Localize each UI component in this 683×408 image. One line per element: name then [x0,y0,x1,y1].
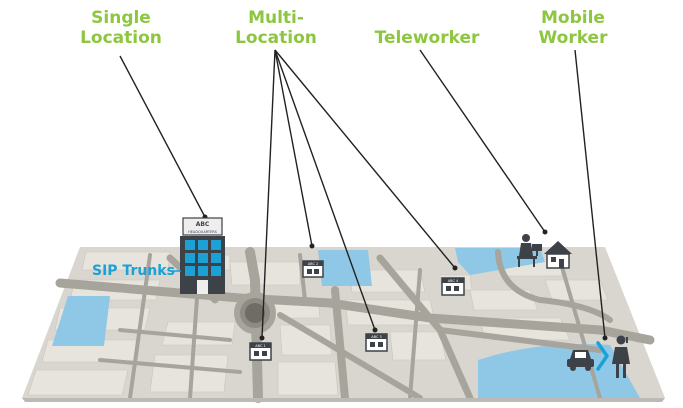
label-sip-trunks: SIP Trunks [92,263,175,279]
label-multi-location: Multi- Location [235,8,317,48]
leader-lines [119,49,606,339]
label-single-location: Single Location [80,8,162,48]
branch-sign-abc3: ABC 3 [371,335,382,339]
car-icon [567,350,594,371]
label-mobile-worker: Mobile Worker [538,8,608,48]
branch-sign-abc4: ABC 4 [448,279,459,283]
person-icon [612,335,630,378]
headquarters-building-icon: ABC HEADQUARTERS [180,217,225,294]
hq-sign-line2: HEADQUARTERS [188,230,218,234]
roundabout-center [245,303,265,323]
house-icon [544,241,572,269]
hq-sign-line1: ABC [196,221,210,228]
branch-office-icon: ABC 2 [302,260,324,278]
branch-office-icon: ABC 4 [441,277,465,296]
branch-office-icon: ABC 1 [249,342,272,361]
branch-office-icon: ABC 3 [365,333,388,352]
map-edge [22,398,665,402]
branch-sign-abc1: ABC 1 [255,344,266,348]
signal-arrow-icon [596,341,609,371]
home-office-icon [517,234,542,267]
label-teleworker: Teleworker [374,28,480,48]
branch-sign-abc2: ABC 2 [308,262,319,266]
